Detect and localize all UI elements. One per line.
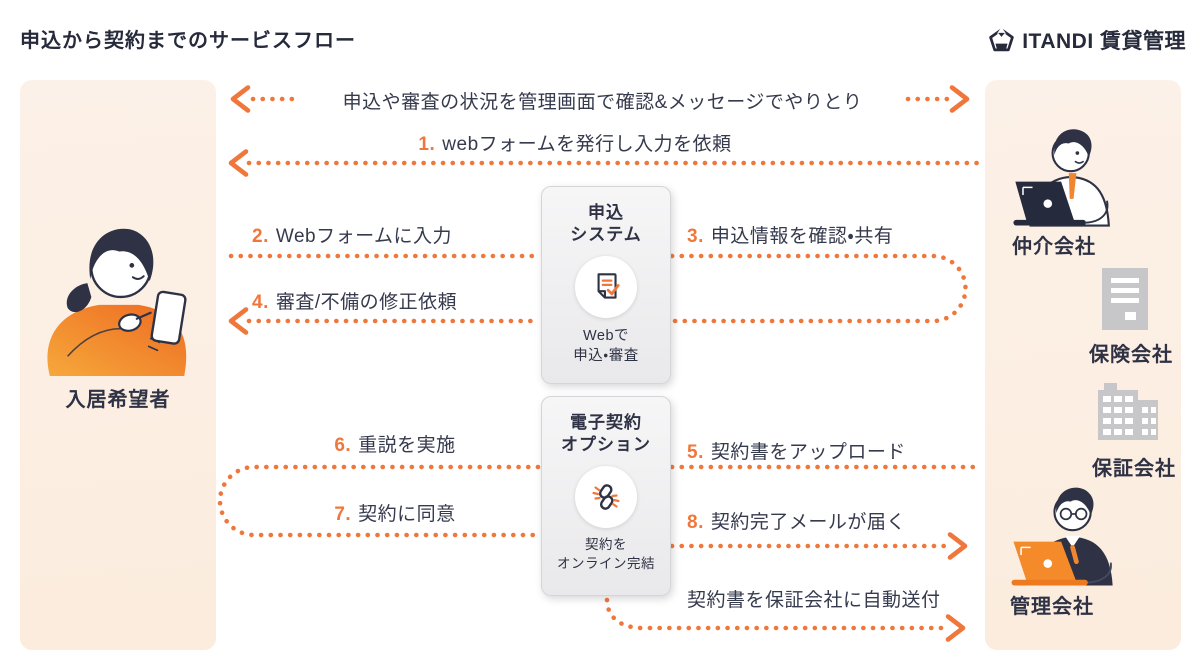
step-text-7: 契約に同意 — [358, 504, 456, 525]
step-text-1: webフォームを発行し入力を依頼 — [442, 134, 732, 155]
status-sync-label: 申込や審査の状況を管理画面で確認&メッセージでやりとり — [342, 92, 863, 113]
step6-step7-line-uturn — [217, 464, 541, 538]
application-system-title: 申込 システム — [570, 203, 642, 245]
insurance-label: 保険会社 — [1089, 344, 1173, 366]
step-text-3: 申込情報を確認・共有 — [710, 226, 894, 247]
step-number-5: 5. — [687, 442, 704, 463]
step-label-4: 4. 審査/不備の修正依頼 — [252, 287, 457, 314]
broker-illustration — [1013, 129, 1110, 227]
page-title: 申込から契約までのサービスフロー — [20, 30, 356, 52]
status-sync-arrowhead-right — [949, 85, 970, 113]
step-label-7: 7. 契約に同意 — [252, 499, 538, 526]
tenant-label: 入居希望者 — [65, 389, 171, 411]
insurance-building-icon — [1102, 268, 1148, 330]
broker-label: 仲介会社 — [1012, 236, 1096, 258]
step-text-4: 審査/不備の修正依頼 — [275, 292, 458, 313]
manager-label: 管理会社 — [1010, 596, 1094, 618]
step-label-8: 8. 契約完了メールが届く — [687, 507, 906, 534]
step-text-2: Webフォームに入力 — [275, 226, 453, 247]
auto-send-arrowhead-right — [945, 614, 966, 642]
step-label-2: 2. Webフォームに入力 — [252, 221, 452, 248]
manager-illustration — [1011, 487, 1113, 586]
step-label-1: 1. webフォームを発行し入力を依頼 — [230, 129, 920, 156]
econtract-option-icon-circle — [575, 465, 637, 528]
guarantor-label: 保証会社 — [1092, 458, 1176, 480]
step-text-5: 契約書をアップロード — [710, 442, 906, 463]
status-sync-arrowhead-left — [230, 85, 251, 113]
step-number-1: 1. — [418, 134, 436, 155]
step-number-4: 4. — [252, 292, 269, 313]
econtract-option-box: 電子契約 オプション 契約を オンライン完結 — [541, 396, 671, 596]
auto-send-label: 契約書を保証会社に自動送付 — [687, 590, 941, 611]
step-number-2: 2. — [252, 226, 269, 247]
step1-arrowhead-left — [228, 149, 249, 177]
econtract-option-caption: 契約を オンライン完結 — [557, 536, 655, 571]
step-number-3: 3. — [687, 226, 704, 247]
step8-arrowhead-right — [947, 532, 968, 560]
itandi-logo-icon — [989, 27, 1014, 52]
brand-name: ITANDI 賃貸管理 — [1022, 30, 1186, 53]
step4-arrowhead-left — [228, 307, 249, 335]
application-system-box: 申込 システム Webで 申込・審査 — [541, 186, 671, 384]
brand-logo: ITANDI 賃貸管理 — [988, 25, 1186, 55]
step-label-5: 5. 契約書をアップロード — [687, 437, 906, 464]
guarantor-building-icon — [1098, 383, 1158, 440]
step-label-6: 6. 重説を実施 — [252, 430, 538, 457]
document-check-icon — [597, 273, 620, 299]
econtract-option-title: 電子契約 オプション — [561, 413, 651, 455]
step-number-6: 6. — [334, 435, 352, 456]
step-label-3: 3. 申込情報を確認・共有 — [687, 221, 893, 248]
step3-line-uturn — [669, 253, 968, 324]
application-system-caption: Webで 申込・審査 — [573, 327, 639, 365]
link-icon — [592, 484, 620, 510]
step-number-8: 8. — [687, 512, 704, 533]
step-number-7: 7. — [334, 504, 352, 525]
application-system-icon-circle — [575, 255, 637, 318]
step-text-6: 重説を実施 — [358, 435, 456, 456]
step-text-8: 契約完了メールが届く — [710, 512, 906, 533]
tenant-illustration — [47, 228, 187, 377]
